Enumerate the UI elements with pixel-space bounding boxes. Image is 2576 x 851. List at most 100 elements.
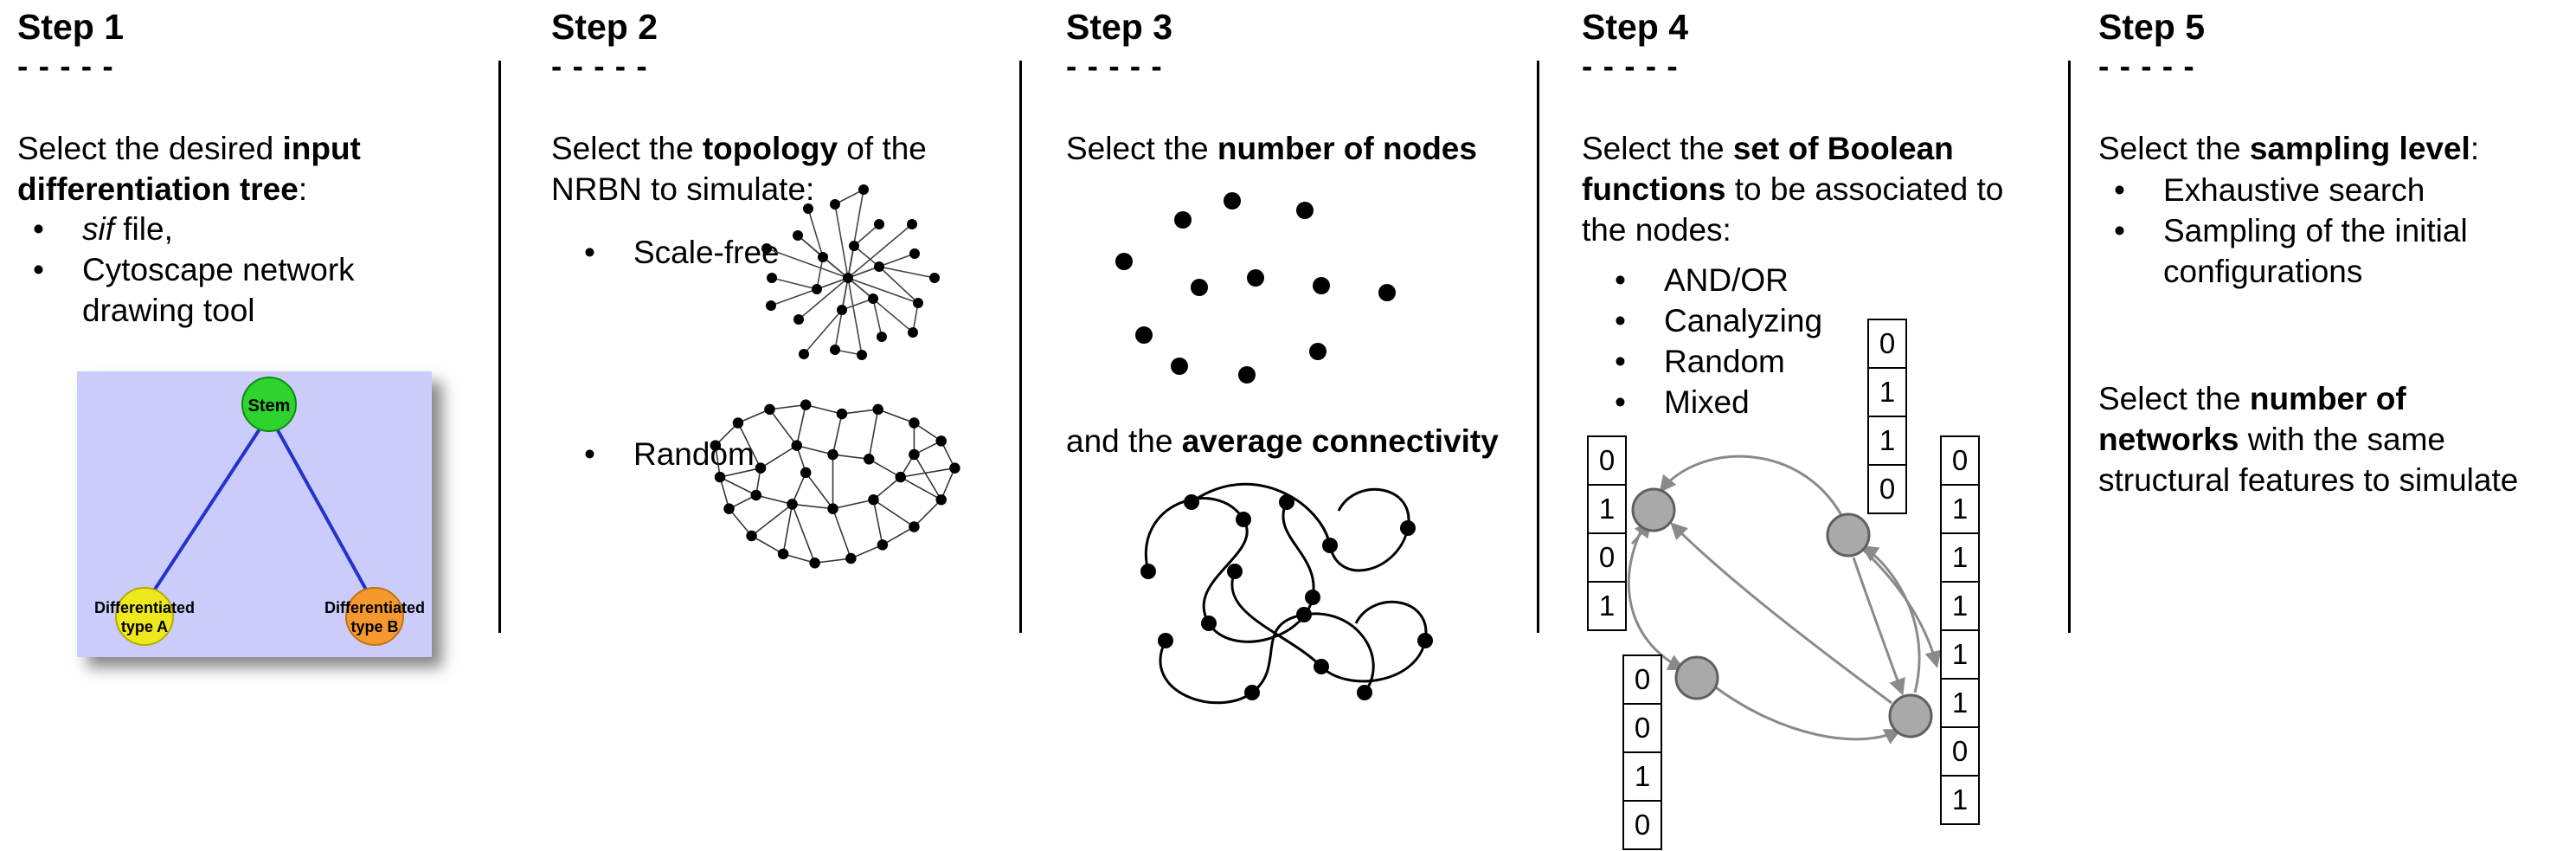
truth-table-cell: 0 <box>1622 654 1662 705</box>
network-node <box>809 558 820 569</box>
network-node <box>949 462 960 474</box>
network-node <box>723 503 735 514</box>
network-node <box>803 203 813 214</box>
network-node <box>857 350 867 360</box>
network-node <box>872 403 883 416</box>
bullet-sif-file: • sif file, <box>33 209 173 249</box>
bullet-marker: • <box>1615 262 1626 298</box>
step-2-dashes: - - - - - <box>551 48 648 84</box>
truth-table-top: 0 1 1 0 <box>1867 319 1907 514</box>
scale-free-network-graphic <box>761 184 940 360</box>
boolean-node-4 <box>1888 693 1933 738</box>
network-arrow <box>1659 455 1843 516</box>
network-arrow <box>1859 545 1942 668</box>
bullet-marker: • <box>2114 172 2125 208</box>
node-dot <box>1378 284 1396 301</box>
truth-table-cell: 1 <box>1940 629 1980 680</box>
node-dot <box>1236 512 1251 527</box>
step-3-title: Step 3 <box>1066 7 1173 47</box>
step-2-title: Step 2 <box>551 7 658 47</box>
node-dot <box>1244 685 1260 700</box>
node-dot <box>1184 494 1199 510</box>
network-node <box>827 448 838 461</box>
nodes-dots-graphic <box>1115 192 1396 384</box>
node-dot <box>1158 633 1173 648</box>
network-node <box>913 298 923 308</box>
bullet-cytoscape: • Cytoscape network drawing tool <box>33 249 355 331</box>
type-b-node <box>345 587 404 646</box>
network-node <box>935 493 947 506</box>
step-4-dashes: - - - - - <box>1582 48 1679 84</box>
bullet-exhaustive: • Exhaustive search <box>2114 170 2425 210</box>
node-dot <box>1400 520 1416 536</box>
node-dot <box>1227 564 1243 579</box>
step-5-dashes: - - - - - <box>2098 48 2195 84</box>
bullet-random: • Random <box>584 434 755 474</box>
network-node <box>909 448 920 461</box>
network-node <box>863 454 875 465</box>
type-a-node <box>115 587 174 646</box>
step-2-column: Step 2 - - - - - Select the topology of … <box>551 0 1036 851</box>
network-node <box>791 440 803 451</box>
network-node <box>868 293 878 304</box>
truth-table-left: 0 1 0 1 <box>1587 435 1627 631</box>
random-network-graphic <box>710 399 960 569</box>
bullet-marker: • <box>2114 213 2125 248</box>
bullet-random-fn: • Random <box>1615 341 1785 382</box>
network-node <box>845 552 857 564</box>
network-node <box>827 503 838 514</box>
bullet-mixed: • Mixed <box>1615 382 1750 422</box>
node-dot <box>1171 358 1188 375</box>
step-4-intro: Select the set of Boolean functions to b… <box>1582 131 2004 248</box>
type-b-label-line2: type B <box>350 618 398 635</box>
network-node <box>710 440 722 451</box>
node-dot <box>1140 564 1156 579</box>
type-b-label-line1: Differentiated <box>324 599 425 616</box>
type-a-label-line1: Differentiated <box>94 599 195 616</box>
network-node <box>755 462 767 474</box>
node-dot <box>1238 366 1256 384</box>
network-node <box>800 399 812 410</box>
step-3-dashes: - - - - - <box>1066 48 1163 84</box>
network-node <box>787 499 798 510</box>
bullet-scale-free: • Scale-free <box>584 232 780 273</box>
truth-table-cell: 0 <box>1587 435 1627 486</box>
bullet-sampling: • Sampling of the initial configurations <box>2114 210 2468 292</box>
boolean-node-2 <box>1826 513 1871 558</box>
truth-table-cell: 1 <box>1587 484 1627 534</box>
network-node <box>909 248 920 259</box>
network-node <box>767 273 777 283</box>
network-node <box>868 493 879 506</box>
node-dot <box>1305 590 1320 605</box>
tree-edge-b <box>267 414 376 606</box>
bullet-marker: • <box>584 235 595 270</box>
network-node <box>909 521 920 532</box>
node-dot <box>1313 277 1330 294</box>
network-node <box>837 305 847 315</box>
truth-table-cell: 0 <box>1867 464 1907 514</box>
network-arrow <box>1627 527 1686 671</box>
network-node <box>907 219 917 229</box>
bullet-marker: • <box>33 211 44 247</box>
node-dot <box>1191 279 1208 296</box>
node-dot <box>1309 343 1327 360</box>
network-node <box>766 300 776 311</box>
network-arrow <box>1712 684 1902 745</box>
step-1-title: Step 1 <box>17 7 125 47</box>
node-dot <box>1174 211 1192 229</box>
boolean-node-1 <box>1631 487 1676 532</box>
bullet-canalyzing: • Canalyzing <box>1615 300 1822 341</box>
tree-edge-a <box>143 413 271 607</box>
network-node <box>750 489 762 501</box>
network-node <box>732 417 744 429</box>
step-5-column: Step 5 - - - - - Select the sampling lev… <box>2098 0 2576 851</box>
network-node <box>764 403 775 416</box>
divider-4 <box>2068 61 2071 633</box>
network-node <box>874 261 884 272</box>
network-node <box>895 471 907 483</box>
network-node <box>874 219 884 229</box>
network-node <box>714 471 726 483</box>
network-node <box>777 548 789 560</box>
step-5-networks-text: Select the number of networks with the s… <box>2098 381 2519 498</box>
